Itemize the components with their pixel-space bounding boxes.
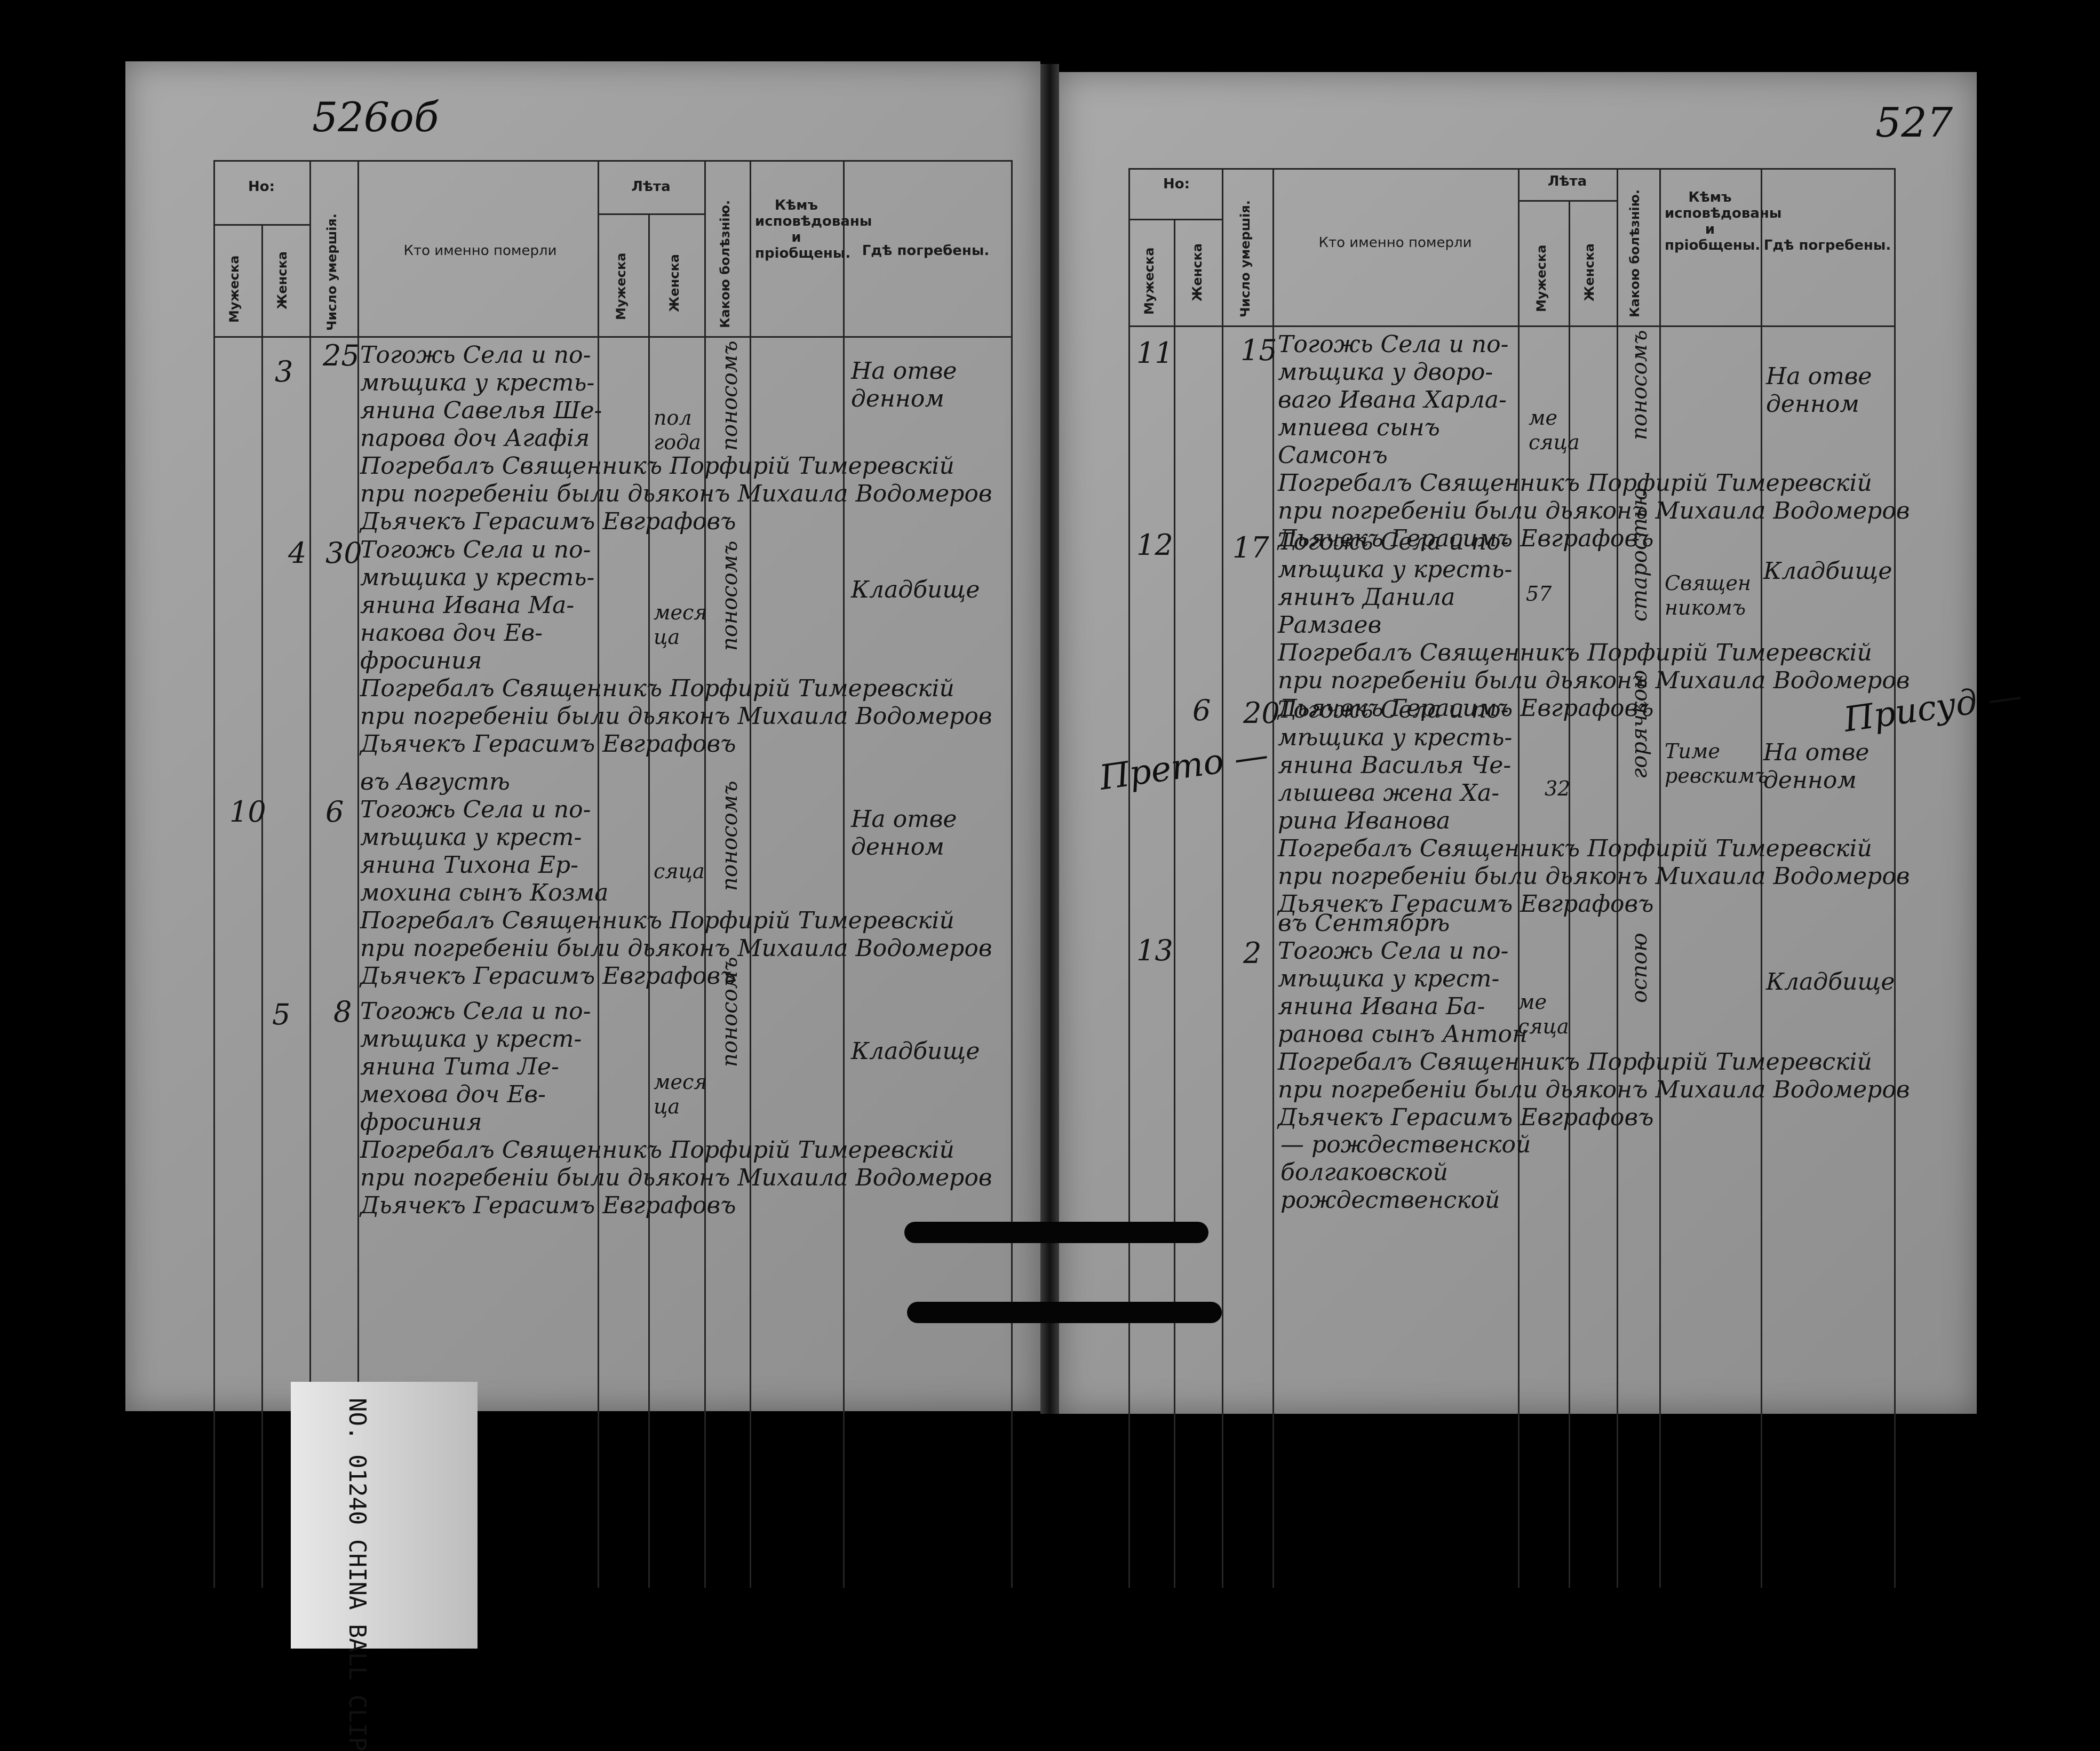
header-male: Мужеска [227, 255, 242, 323]
entry-disease: поносомъ [718, 781, 742, 891]
entry-disease: поносомъ [1627, 330, 1652, 440]
entry-age: меся ца [654, 601, 707, 649]
entry-text: въ Августѣ Тогожь Села и по- мѣщика у кр… [360, 768, 992, 990]
header-age-group-right: Лѣта [1547, 173, 1587, 189]
header-male-right: Мужеска [1142, 247, 1157, 315]
entry-text: Тогожь Села и по- мѣщика у крест- янина … [360, 998, 992, 1219]
entry-confessor: Священ никомъ [1665, 571, 1751, 619]
entry-disease: поносомъ [718, 957, 742, 1067]
entry-burial: Кладбище [1763, 558, 1892, 585]
entry-day: 17 [1232, 531, 1269, 564]
binder-clip-tag: NO. 01240 CHINA BALL CLIP [291, 1382, 478, 1751]
entry-disease: горячкою [1627, 670, 1652, 779]
entry-text: Тогожь Села и по- мѣщика у кресть- янинъ… [1278, 528, 1910, 722]
header-disease: Какою болѣзнію. [718, 200, 733, 328]
entry-age: 57 [1526, 582, 1552, 606]
entry-male-count: 13 [1136, 934, 1173, 967]
entry-disease: старостью [1627, 487, 1652, 622]
entry-age: сяца [654, 859, 705, 883]
folio-right: 527 [1875, 99, 1953, 146]
entry-age: ме сяца [1518, 990, 1569, 1038]
entry-male-count: 12 [1136, 528, 1173, 562]
entry-burial: Кладбище [1766, 968, 1895, 996]
binding-stitch-top [904, 1222, 1208, 1243]
entry-day: 25 [323, 339, 360, 372]
header-burial: Гдѣ погребены. [862, 243, 990, 259]
clip-tag-text: NO. 01240 CHINA BALL CLIP [344, 1398, 371, 1751]
header-day-right: Число умершія. [1238, 200, 1253, 317]
entry-disease: оспою [1627, 933, 1652, 1003]
entry-day: 8 [333, 995, 352, 1029]
entry-female-count: 4 [288, 536, 307, 570]
entry-text: Тогожь Села и по- мѣщика у кресть- янина… [1278, 696, 1910, 918]
header-disease-right: Какою болѣзнію. [1627, 189, 1642, 317]
header-who: Кто именно померли [403, 243, 557, 259]
entry-confessor: Тиме ревскимъ [1665, 739, 1769, 787]
header-count-group-right: Но: [1163, 176, 1190, 192]
entry-age: пол года [654, 406, 701, 454]
entry-day: 6 [325, 795, 344, 829]
entry-text: Тогожь Села и по- мѣщика у кресть- янина… [360, 536, 992, 758]
book-spine [1040, 64, 1059, 1414]
left-page [125, 61, 1040, 1411]
entry-day: 30 [325, 536, 362, 570]
entry-burial: На отве денном [1763, 739, 1870, 794]
entry-female-count: 5 [272, 998, 291, 1031]
entry-day: 20 [1243, 696, 1280, 730]
entry-text: въ Сентябрѣ Тогожь Села и по- мѣщика у к… [1278, 910, 1910, 1131]
right-notes: — рождественской болгаковской рождествен… [1280, 1131, 1531, 1214]
entry-disease: поносомъ [718, 340, 742, 451]
header-age-group: Лѣта [631, 179, 671, 195]
header-age-male: Мужеска [614, 252, 629, 320]
header-day: Число умершія. [324, 213, 339, 331]
entry-day: 2 [1243, 936, 1262, 970]
entry-age: 32 [1545, 777, 1571, 800]
entry-burial: На отве денном [1766, 363, 1872, 418]
header-burial-right: Гдѣ погребены. [1763, 237, 1891, 253]
header-count-group: Но: [248, 179, 275, 195]
header-who-right: Кто именно померли [1318, 235, 1472, 251]
folio-left: 526об [312, 93, 439, 141]
entry-female-count: 3 [275, 355, 293, 388]
binding-stitch-bottom [907, 1302, 1222, 1323]
entry-disease: поносомъ [718, 540, 742, 651]
entry-burial: На отве денном [851, 357, 957, 412]
entry-age: ме сяца [1529, 406, 1580, 454]
header-confessor: Кѣмъ исповѣдованы и пріобщены. [755, 197, 872, 261]
entry-text: Тогожь Села и по- мѣщика у кресть- янина… [360, 341, 992, 535]
entry-female-count: 6 [1192, 694, 1211, 727]
entry-text: Тогожь Села и по- мѣщика у дворо- ваго И… [1278, 331, 1910, 552]
header-female: Женска [275, 251, 290, 309]
header-female-right: Женска [1190, 243, 1205, 301]
entry-age: меся ца [654, 1070, 707, 1118]
entry-male-count: 10 [229, 795, 266, 829]
header-age-female-right: Женска [1582, 243, 1597, 301]
entry-burial: Кладбище [851, 1038, 980, 1065]
entry-male-count: 11 [1136, 336, 1173, 370]
entry-day: 15 [1240, 333, 1277, 367]
entry-burial: На отве денном [851, 806, 957, 861]
header-confessor-right: Кѣмъ исповѣдованы и пріобщены. [1665, 189, 1782, 253]
header-age-female: Женска [667, 254, 682, 312]
entry-burial: Кладбище [851, 576, 980, 603]
header-age-male-right: Мужеска [1534, 244, 1549, 312]
